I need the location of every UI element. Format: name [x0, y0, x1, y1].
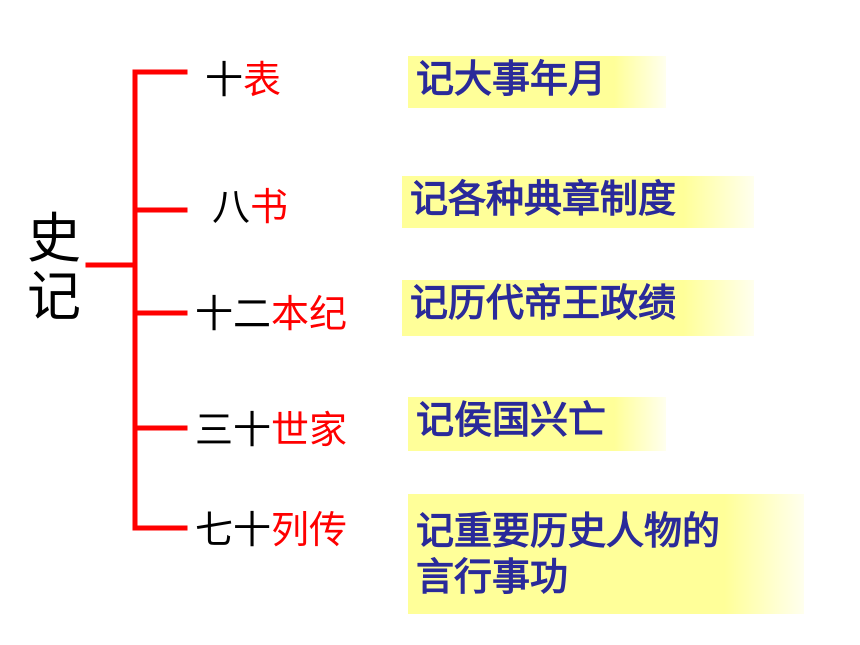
- description-box-5: 记重要历史人物的言行事功: [408, 494, 804, 614]
- branch-category: 本纪: [271, 292, 348, 336]
- branch-count: 三十: [195, 408, 272, 452]
- branch-count: 十: [205, 58, 244, 102]
- description-box-1: 记大事年月: [408, 56, 666, 108]
- branch-category: 书: [250, 185, 289, 229]
- branch-label-4: 三十世家: [195, 408, 347, 452]
- description-box-2: 记各种典章制度: [402, 176, 754, 228]
- branch-label-1: 十表: [205, 58, 281, 102]
- branch-count: 八: [212, 185, 251, 229]
- description-text: 记侯国兴亡: [416, 398, 607, 442]
- description-text: 记各种典章制度: [410, 177, 677, 221]
- root-title-line1: 史: [27, 207, 81, 270]
- root-title-line2: 记: [27, 265, 81, 328]
- branch-category: 世家: [271, 408, 348, 452]
- description-text: 记大事年月: [416, 57, 607, 101]
- root-title: 史 记: [14, 210, 94, 326]
- description-text: 记重要历史人物的言行事功: [416, 509, 721, 599]
- branch-category: 列传: [271, 508, 348, 552]
- branch-label-2: 八书: [212, 185, 288, 229]
- branch-count: 十二: [195, 292, 272, 336]
- branch-category: 表: [243, 58, 282, 102]
- description-text: 记历代帝王政绩: [410, 281, 677, 325]
- description-box-4: 记侯国兴亡: [408, 397, 666, 451]
- description-box-3: 记历代帝王政绩: [402, 280, 754, 336]
- branch-label-5: 七十列传: [195, 508, 347, 552]
- branch-label-3: 十二本纪: [195, 292, 347, 336]
- branch-count: 七十: [195, 508, 272, 552]
